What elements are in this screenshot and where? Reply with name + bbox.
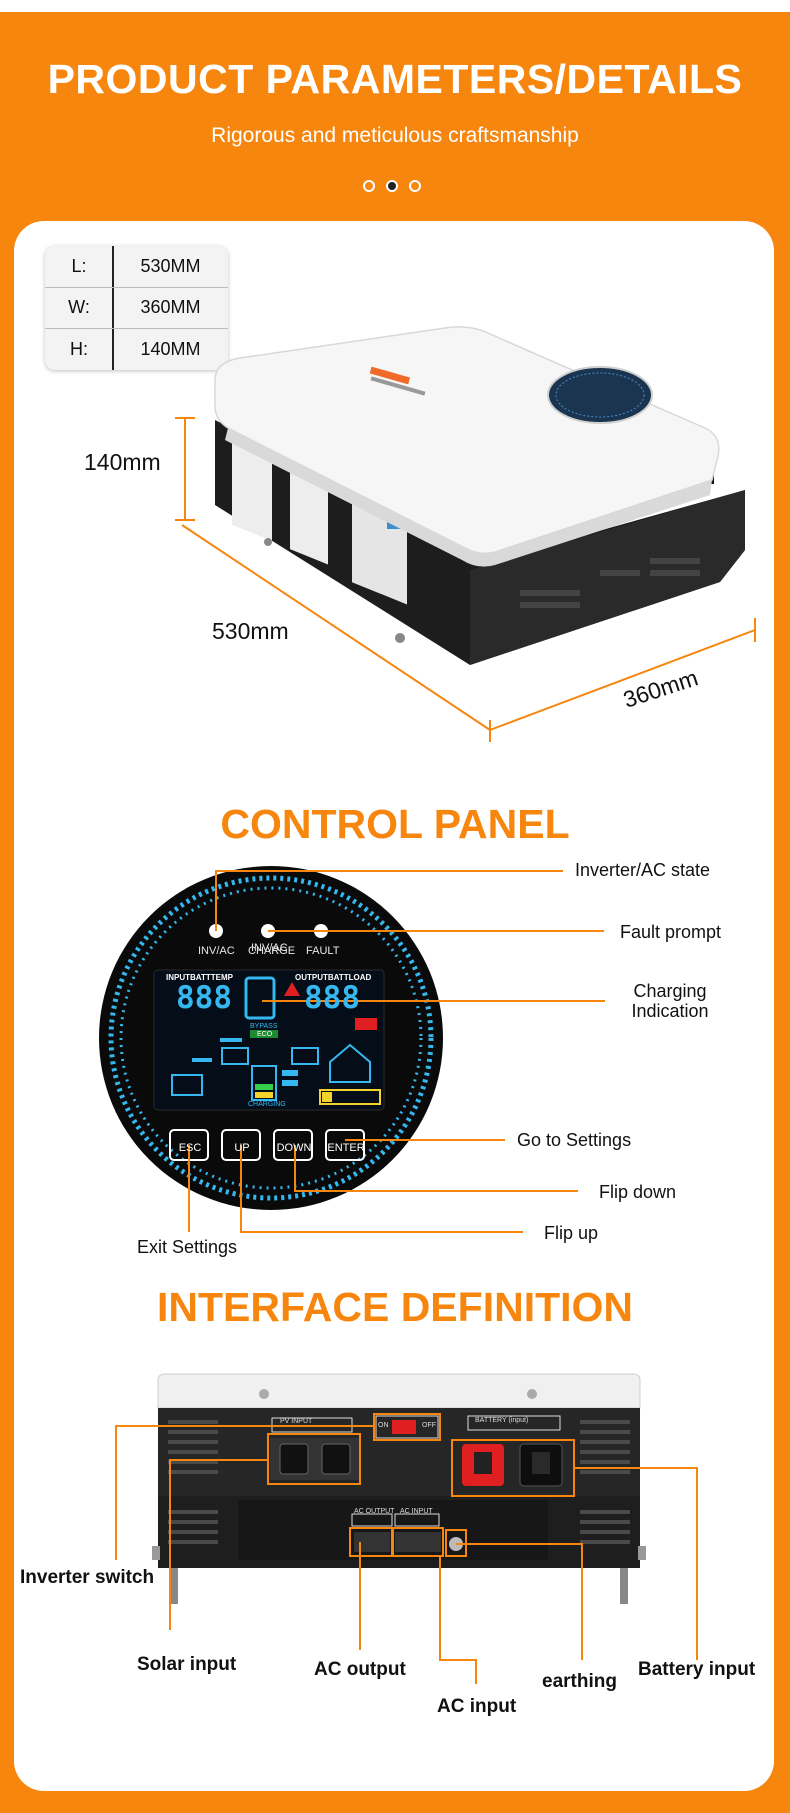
callout-inverter-ac-state: Inverter/AC state bbox=[575, 860, 711, 880]
control-panel-title: CONTROL PANEL bbox=[220, 801, 570, 847]
dim-value: 360MM bbox=[140, 297, 201, 317]
height-dimension-label: 140mm bbox=[84, 449, 161, 475]
table-row-divider bbox=[45, 328, 228, 329]
callout-go-to-settings: Go to Settings bbox=[517, 1130, 632, 1150]
down-button[interactable]: DOWN bbox=[276, 1142, 312, 1154]
lcd-right-header: OUTPUTBATTLOAD bbox=[295, 973, 372, 982]
dim-key: H: bbox=[70, 339, 88, 359]
switch-on-text: ON bbox=[378, 1422, 389, 1429]
interface-panel-diagram bbox=[115, 1373, 698, 1684]
table-divider bbox=[112, 246, 114, 370]
table-row: L: 530MM bbox=[45, 246, 228, 287]
lcd-eco: ECO bbox=[257, 1031, 273, 1038]
table-row: H: 140MM bbox=[45, 329, 228, 370]
lcd-bypass: BYPASS bbox=[250, 1023, 278, 1030]
enter-button[interactable]: ENTER bbox=[327, 1142, 365, 1154]
callout-flip-down: Flip down bbox=[599, 1182, 677, 1202]
esc-button[interactable]: ESC bbox=[178, 1142, 202, 1154]
dim-key: W: bbox=[68, 297, 90, 317]
up-button[interactable]: UP bbox=[234, 1142, 250, 1154]
battery-input-text: BATTERY (input) bbox=[475, 1417, 529, 1424]
label-inverter-switch: Inverter switch bbox=[20, 1567, 155, 1588]
page-subtitle: Rigorous and meticulous craftsmanship bbox=[211, 124, 579, 147]
lcd-digits-left: 888 bbox=[176, 980, 232, 1016]
carousel-dots bbox=[363, 180, 431, 196]
indicator-label-fault: FAULT bbox=[306, 945, 340, 957]
label-ac-output: AC output bbox=[314, 1659, 406, 1680]
label-earthing: earthing bbox=[542, 1671, 617, 1692]
indicator-label-charge: CHARGE bbox=[248, 945, 296, 957]
dim-value: 530MM bbox=[140, 256, 201, 276]
ac-output-text: AC OUTPUT bbox=[354, 1508, 395, 1515]
lcd-charging: CHARGING bbox=[248, 1101, 286, 1108]
dim-value: 140MM bbox=[140, 339, 201, 359]
callout-fault-prompt: Fault prompt bbox=[620, 922, 722, 942]
label-ac-input: AC input bbox=[437, 1696, 517, 1717]
page-title: PRODUCT PARAMETERS/DETAILS bbox=[47, 56, 743, 102]
control-panel-diagram bbox=[99, 866, 605, 1233]
indicator-label-inv-ac: INV/AC bbox=[198, 945, 235, 957]
dim-key: L: bbox=[71, 256, 87, 276]
table-row: W: 360MM bbox=[45, 287, 228, 328]
carousel-dot-1[interactable] bbox=[363, 180, 375, 192]
product-illustration bbox=[175, 326, 756, 742]
lcd-left-header: INPUTBATTTEMP bbox=[166, 973, 233, 982]
label-solar-input: Solar input bbox=[137, 1654, 237, 1675]
carousel-dot-2[interactable] bbox=[386, 180, 398, 192]
table-row-divider bbox=[45, 287, 228, 288]
dimensions-table: L: 530MM W: 360MM H: 140MM bbox=[45, 246, 228, 370]
interface-definition-title: INTERFACE DEFINITION bbox=[156, 1284, 634, 1330]
indicator-label: INV/AC bbox=[251, 942, 288, 954]
label-battery-input: Battery input bbox=[638, 1659, 756, 1680]
ac-input-text: AC INPUT bbox=[400, 1508, 433, 1515]
carousel-dot-3[interactable] bbox=[409, 180, 421, 192]
callout-exit-settings: Exit Settings bbox=[137, 1237, 238, 1257]
lcd-digits-right: 888 bbox=[304, 980, 360, 1016]
callout-flip-up: Flip up bbox=[544, 1223, 599, 1243]
switch-off-text: OFF bbox=[422, 1422, 436, 1429]
length-dimension-label: 530mm bbox=[212, 618, 289, 644]
top-strip bbox=[0, 0, 790, 12]
pv-input-text: PV INPUT bbox=[280, 1418, 313, 1425]
callout-charging-indication: Charging Indication bbox=[631, 981, 709, 1021]
